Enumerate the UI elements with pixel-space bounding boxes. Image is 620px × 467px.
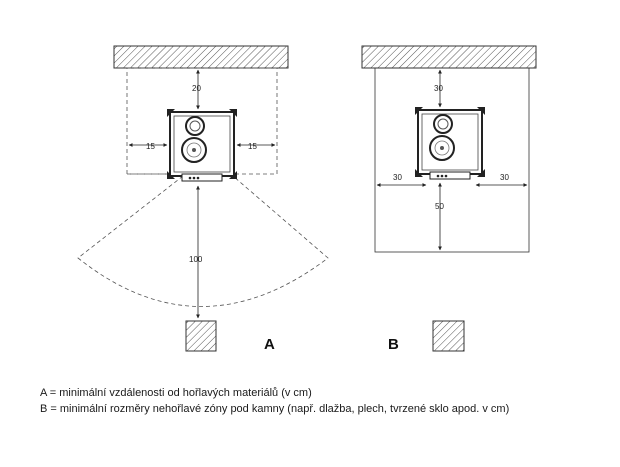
- stove-icon: [166, 108, 238, 182]
- dim-left-a: 15: [146, 142, 155, 151]
- dim-right-a: 15: [248, 142, 257, 151]
- diagram-letter-a: A: [264, 336, 275, 353]
- legend-b: B = minimální rozměry nehořlavé zóny pod…: [40, 403, 510, 415]
- dim-right-b: 30: [500, 173, 509, 182]
- diagram-a: 20 15 15 100 A: [77, 45, 329, 353]
- diagram-b: 30 30 30 50 B: [361, 45, 537, 353]
- dim-rear-b: 30: [434, 84, 443, 93]
- hatched-wall-icon: [361, 45, 537, 69]
- front-clearance-arc-a: [77, 175, 329, 307]
- dim-left-b: 30: [393, 173, 402, 182]
- stove-icon: [414, 106, 486, 180]
- dim-front-b: 50: [435, 202, 444, 211]
- hatched-floor-swatch-icon: [185, 320, 217, 352]
- diagram-letter-b: B: [388, 336, 399, 353]
- dim-rear-a: 20: [192, 84, 201, 93]
- dim-front-a: 100: [189, 255, 203, 264]
- noncombustible-zone-b: [374, 67, 530, 253]
- hatched-floor-swatch-icon: [432, 320, 465, 352]
- legend-a: A = minimální vzdálenosti od hořlavých m…: [40, 387, 312, 399]
- clearance-diagram: 20 15 15 100 A 30 30 30 50 B: [77, 45, 537, 353]
- hatched-wall-icon: [113, 45, 289, 69]
